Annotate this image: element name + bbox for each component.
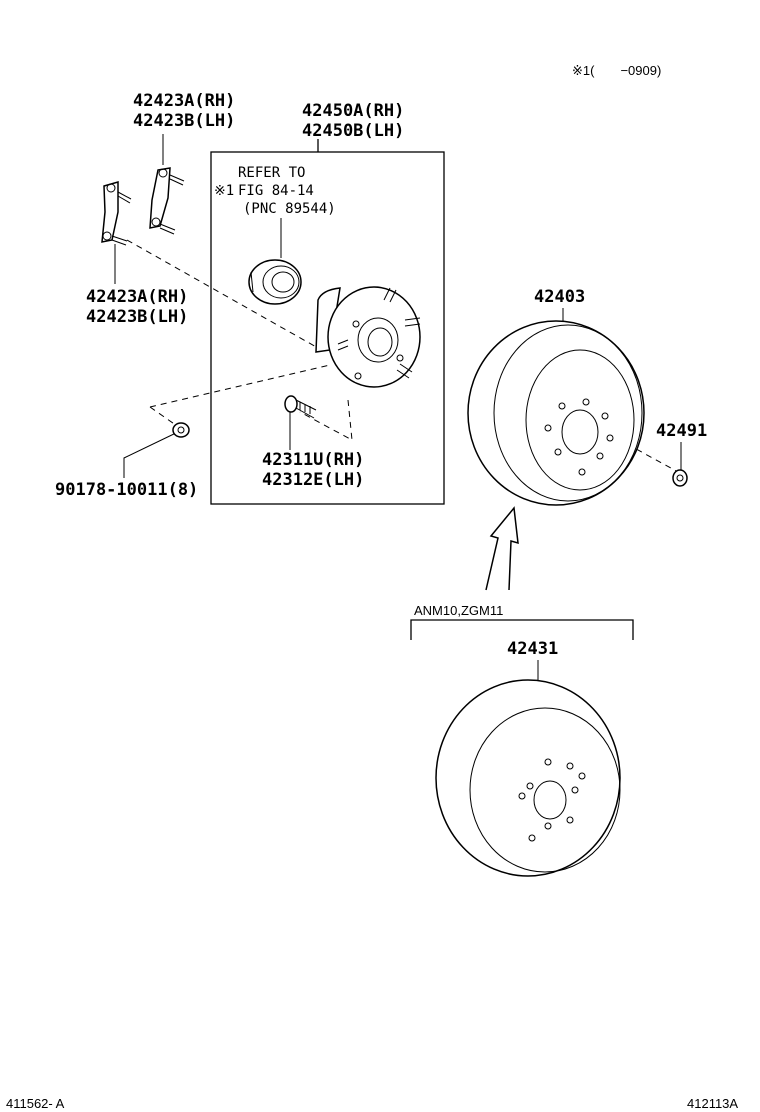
label-42450b: 42450B(LH) — [302, 121, 404, 141]
dash-bolt-to-hub — [149, 364, 331, 408]
hub-bolt — [284, 395, 317, 419]
hub-bearing — [248, 259, 302, 305]
assembly-arrow — [485, 506, 519, 591]
footer-right-code: 412113A — [687, 1096, 738, 1111]
brake-disc — [435, 679, 621, 877]
refer-line-1: REFER TO — [238, 165, 305, 181]
label-42423a-top: 42423A(RH) — [133, 91, 235, 111]
dash-hub-bolt — [299, 399, 353, 441]
header-note: ※1( −0909) — [572, 63, 661, 78]
footer-left-code: 411562- A — [6, 1096, 65, 1111]
speed-sensor-link-mid — [101, 181, 132, 246]
label-42423b-mid: 42423B(LH) — [86, 307, 188, 327]
label-42491: 42491 — [656, 421, 707, 441]
refer-line-3: (PNC 89544) — [243, 201, 336, 217]
label-42312e: 42312E(LH) — [262, 470, 364, 490]
label-42431: 42431 — [507, 639, 558, 659]
hub-nut — [172, 422, 190, 438]
speed-sensor-link-top — [149, 167, 185, 235]
label-42423b-top: 42423B(LH) — [133, 111, 235, 131]
label-42450a: 42450A(RH) — [302, 101, 404, 121]
model-bracket — [410, 619, 634, 640]
model-bracket-label: ANM10,ZGM11 — [414, 603, 503, 618]
label-42423a-mid: 42423A(RH) — [86, 287, 188, 307]
leader-90178 — [123, 431, 179, 478]
drum-nut — [672, 469, 688, 487]
axle-hub — [315, 286, 421, 388]
refer-mark: ※1 — [214, 183, 234, 199]
label-42403: 42403 — [534, 287, 585, 307]
label-90178: 90178-10011(8) — [55, 480, 198, 500]
refer-line-2: FIG 84-14 — [238, 183, 314, 199]
hub-assembly-box — [210, 151, 445, 505]
label-42311u: 42311U(RH) — [262, 450, 364, 470]
dash-link-to-hub — [126, 239, 319, 349]
brake-drum — [467, 320, 645, 506]
